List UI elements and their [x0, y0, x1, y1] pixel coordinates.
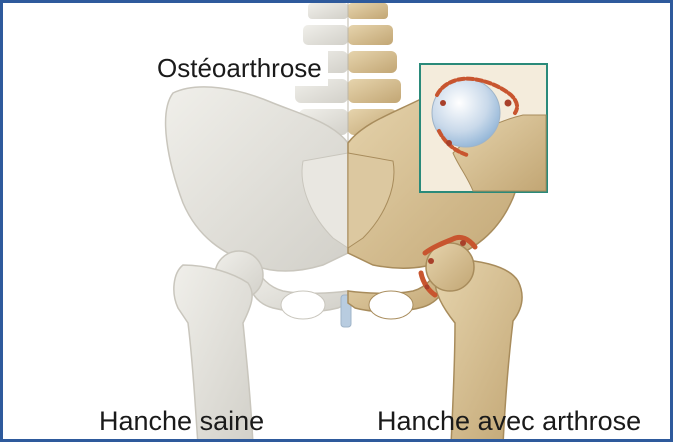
pelvis-illustration	[3, 3, 673, 442]
healthy-hip-label: Hanche saine	[99, 408, 264, 435]
healthy-hip	[166, 87, 351, 442]
arthritic-hip-label: Hanche avec arthrose	[377, 408, 641, 435]
diagram-title: Ostéoarthrose	[151, 51, 328, 86]
inset-magnified-femoral-head	[420, 64, 547, 192]
